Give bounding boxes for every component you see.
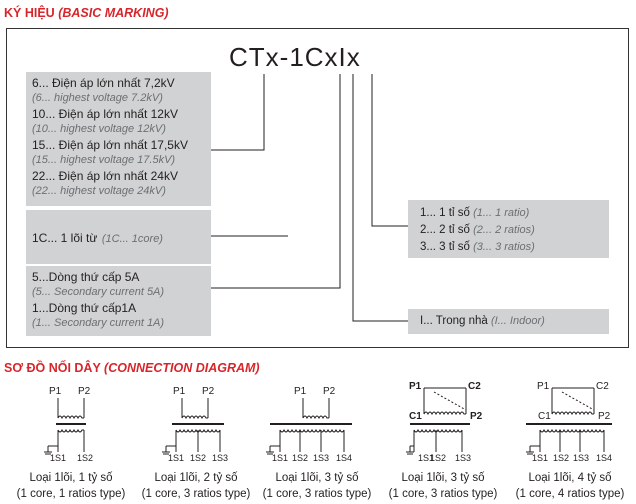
d4-1s1: 1S1 [418, 453, 435, 463]
d1-p2: P2 [78, 386, 91, 397]
d3-1s3: 1S3 [313, 453, 330, 463]
d5-1s4: 1S4 [596, 453, 613, 463]
d5-1s3: 1S3 [573, 453, 590, 463]
d3-1s4: 1S4 [336, 453, 353, 463]
d4-c2: C2 [468, 381, 481, 392]
voltage-15-vi: 15... Điện áp lớn nhất 17,5kV [32, 138, 188, 152]
diagram-2-caption-en: (1 core, 3 ratios type) [141, 488, 251, 500]
diagram-1-caption-vi: Loại 1lõi, 1 tỷ số [29, 472, 113, 484]
voltage-box: 6... Điện áp lớn nhất 7,2kV (6... highes… [26, 72, 211, 206]
connection-heading-vi: SƠ ĐỒ NỐI DÂY [4, 361, 101, 375]
ratio-1-vi: 1... 1 tỉ số [420, 207, 470, 219]
install-vi: I... Trong nhà [420, 315, 488, 327]
marking-heading-en: (BASIC MARKING) [58, 6, 169, 20]
diagram-3-caption-en: (1 core, 3 ratios type) [262, 488, 372, 500]
connection-heading: SƠ ĐỒ NỐI DÂY (CONNECTION DIAGRAM) [4, 361, 260, 375]
core-box: 1C... 1 lõi từ (1C... 1core) [26, 210, 211, 264]
diagram-1-drawing [44, 398, 86, 455]
d5-p1: P1 [537, 381, 550, 392]
d4-p1: P1 [409, 381, 422, 392]
ratio-2-vi: 2... 2 tỉ số [420, 224, 470, 236]
diagram-3-caption: Loại 1lõi, 3 tỷ số (1 core, 3 ratios typ… [254, 470, 380, 502]
d3-p2: P2 [323, 386, 336, 397]
voltage-6-en: (6... highest voltage 7.2kV) [32, 92, 163, 104]
install-box: I... Trong nhà (I... Indoor) [408, 309, 609, 334]
d2-p2: P2 [202, 386, 215, 397]
d5-1s1: 1S1 [532, 453, 549, 463]
install-en: (I... Indoor) [490, 315, 545, 327]
model-code: CTx-1CxIx [229, 42, 361, 72]
ratio-3-vi: 3... 3 tỉ số [420, 241, 470, 253]
diagram-2-drawing [162, 398, 224, 455]
marking-heading: KÝ HIỆU (BASIC MARKING) [4, 6, 169, 20]
secondary-1-vi: 1...Dòng thứ cấp1A [32, 301, 137, 315]
connection-heading-en: (CONNECTION DIAGRAM) [104, 361, 260, 375]
d2-1s2: 1S2 [190, 453, 207, 463]
diagram-5-drawing [526, 387, 612, 455]
diagram-1-caption-en: (1 core, 1 ratios type) [16, 488, 126, 500]
leader-install [352, 74, 408, 322]
diagram-4-caption: Loại 1lõi, 3 tỷ số (1 core, 3 ratios typ… [380, 470, 506, 502]
secondary-5-en: (5... Secondary current 5A) [32, 286, 165, 298]
d2-1s1: 1S1 [168, 453, 185, 463]
marking-heading-vi: KÝ HIỆU [4, 6, 55, 20]
d4-p2: P2 [470, 411, 483, 422]
leader-secondary [211, 74, 341, 289]
diagram-4-drawing [406, 387, 470, 455]
diagram-3-drawing [266, 398, 352, 455]
secondary-box: 5...Dòng thứ cấp 5A (5... Secondary curr… [26, 266, 211, 336]
ratio-3: 3... 3 tỉ số (3... 3 ratios) [420, 239, 597, 256]
ratio-1-en: (1... 1 ratio) [473, 207, 530, 219]
secondary-1-en: (1... Secondary current 1A) [32, 317, 165, 329]
core-vi: 1C... 1 lõi từ [32, 231, 98, 245]
d3-1s2: 1S2 [292, 453, 309, 463]
ratio-2: 2... 2 tỉ số (2... 2 ratios) [420, 222, 597, 239]
ratio-1: 1... 1 tỉ số (1... 1 ratio) [420, 205, 597, 222]
d2-p1: P1 [173, 386, 186, 397]
d1-1s1: 1S1 [50, 453, 67, 463]
d4-1s3: 1S3 [455, 453, 472, 463]
install-row: I... Trong nhà (I... Indoor) [420, 313, 597, 330]
secondary-5-vi: 5...Dòng thứ cấp 5A [32, 270, 140, 284]
d3-p1: P1 [294, 386, 307, 397]
d5-c1: C1 [538, 411, 551, 422]
voltage-6-vi: 6... Điện áp lớn nhất 7,2kV [32, 76, 175, 90]
leader-voltage [211, 74, 265, 151]
d5-p2: P2 [598, 411, 611, 422]
voltage-22-vi: 22... Điện áp lớn nhất 24kV [32, 169, 178, 183]
voltage-10-en: (10... highest voltage 12kV) [32, 123, 166, 135]
diagram-5-caption: Loại 1lõi, 4 tỷ số (1 core, 4 ratios typ… [507, 470, 633, 502]
diagram-3-caption-vi: Loại 1lõi, 3 tỷ số [275, 472, 359, 484]
d5-1s2: 1S2 [553, 453, 570, 463]
voltage-22-en: (22... highest voltage 24kV) [32, 185, 166, 197]
d2-1s3: 1S3 [212, 453, 229, 463]
diagram-4-caption-vi: Loại 1lõi, 3 tỷ số [401, 472, 485, 484]
d4-c1: C1 [409, 411, 422, 422]
d4-1s2: 1S2 [430, 453, 447, 463]
d1-p1: P1 [49, 386, 62, 397]
diagram-2-caption-vi: Loại 1lõi, 2 tỷ số [154, 472, 238, 484]
d1-1s2: 1S2 [77, 453, 94, 463]
diagram-2-caption: Loại 1lõi, 2 tỷ số (1 core, 3 ratios typ… [133, 470, 259, 502]
diagram-5-caption-en: (1 core, 4 ratios type) [515, 488, 625, 500]
diagram-5-caption-vi: Loại 1lõi, 4 tỷ số [528, 472, 612, 484]
core-en: (1C... 1core) [101, 233, 163, 245]
voltage-10-vi: 10... Điện áp lớn nhất 12kV [32, 107, 178, 121]
voltage-15-en: (15... highest voltage 17.5kV) [32, 154, 176, 166]
d5-c2: C2 [596, 381, 609, 392]
ratio-3-en: (3... 3 ratios) [473, 241, 535, 253]
d3-1s1: 1S1 [272, 453, 289, 463]
ratio-2-en: (2... 2 ratios) [473, 224, 535, 236]
marking-frame [6, 28, 629, 348]
ratios-box: 1... 1 tỉ số (1... 1 ratio) 2... 2 tỉ số… [408, 200, 609, 258]
diagram-4-caption-en: (1 core, 3 ratios type) [388, 488, 498, 500]
diagram-1-caption: Loại 1lõi, 1 tỷ số (1 core, 1 ratios typ… [8, 470, 134, 502]
leader-ratio [371, 74, 408, 227]
